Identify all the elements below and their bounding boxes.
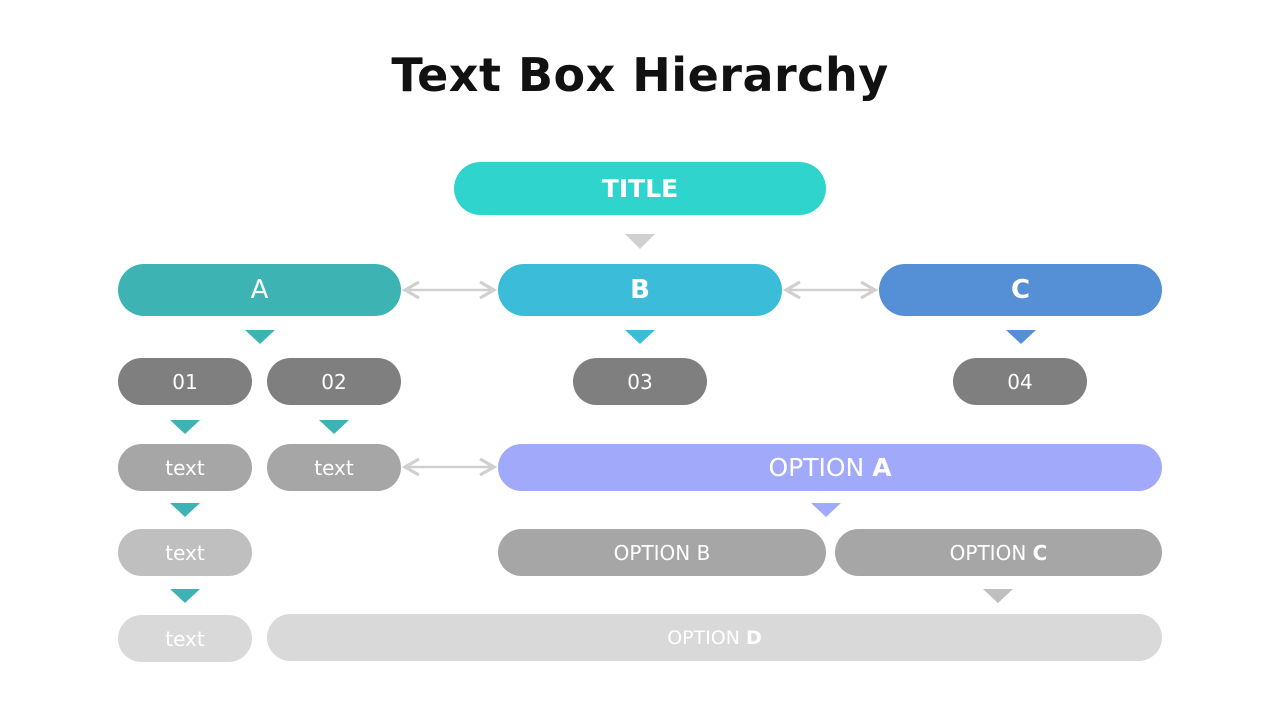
01-down-arrow (170, 420, 200, 434)
title-box-label: TITLE (601, 174, 679, 203)
text3-down-arrow (170, 589, 200, 603)
text-box-3-label: text (165, 540, 205, 565)
option-b-letter: B (696, 540, 711, 565)
box-c-label: C (1010, 275, 1031, 305)
box-04-label: 04 (1007, 369, 1033, 394)
option-c-box: OPTION C (835, 529, 1162, 576)
box-c: C (879, 264, 1162, 316)
text-box-4: text (118, 615, 252, 662)
box-02-label: 02 (321, 369, 347, 394)
option-d-letter: D (746, 626, 762, 649)
option-d-prefix: OPTION (667, 626, 747, 649)
option-a-box: OPTION A (498, 444, 1162, 491)
text-box-1-label: text (165, 455, 205, 480)
c-down-arrow (1006, 330, 1036, 344)
option-b-prefix: OPTION (613, 540, 697, 565)
b-down-arrow (625, 330, 655, 344)
option-d-box: OPTION D (267, 614, 1162, 661)
option-c-letter: C (1032, 540, 1048, 565)
text-box-3: text (118, 529, 252, 576)
option-a-down-arrow (811, 503, 841, 517)
02-down-arrow (319, 420, 349, 434)
box-a-label: A (250, 275, 269, 305)
option-b-box: OPTION B (498, 529, 826, 576)
box-03-label: 03 (627, 369, 653, 394)
text-box-1: text (118, 444, 252, 491)
box-03: 03 (573, 358, 707, 405)
text-box-2-label: text (314, 455, 354, 480)
box-04: 04 (953, 358, 1087, 405)
box-01-label: 01 (172, 369, 198, 394)
option-c-down-arrow (983, 589, 1013, 603)
box-a: A (118, 264, 401, 316)
title-box: TITLE (454, 162, 826, 215)
box-01: 01 (118, 358, 252, 405)
box-02: 02 (267, 358, 401, 405)
text-box-4-label: text (165, 626, 205, 651)
box-b: B (498, 264, 782, 316)
option-c-prefix: OPTION (949, 540, 1033, 565)
text1-down-arrow (170, 503, 200, 517)
title-down-arrow (625, 234, 655, 249)
text-box-2: text (267, 444, 401, 491)
option-a-prefix: OPTION (768, 453, 873, 482)
box-b-label: B (630, 275, 650, 305)
a-down-arrow (245, 330, 275, 344)
option-a-letter: A (872, 453, 892, 482)
page-title: Text Box Hierarchy (391, 48, 889, 102)
